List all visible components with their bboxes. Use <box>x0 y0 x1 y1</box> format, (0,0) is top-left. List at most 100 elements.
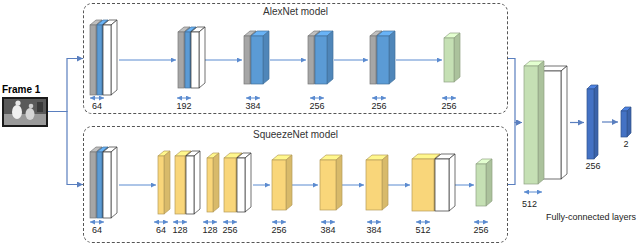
slab-side <box>199 27 205 88</box>
slab-front <box>320 160 336 210</box>
channel-count: 256 <box>441 101 456 111</box>
layer-arrow <box>292 185 318 186</box>
node-label: 512 <box>522 199 537 209</box>
dimension-arrow <box>321 222 335 223</box>
dimension-arrow <box>203 222 217 223</box>
panel-title: SqueezeNet model <box>253 127 338 141</box>
dimension-arrows <box>90 98 488 222</box>
layer-slab <box>444 33 460 82</box>
layer-arrow <box>119 185 156 186</box>
panel-title: AlexNet model <box>263 4 328 18</box>
slab-front <box>476 164 486 206</box>
slab-side <box>111 20 117 95</box>
dimension-arrow <box>474 222 488 223</box>
channel-count: 384 <box>245 101 260 111</box>
slab-side <box>184 27 190 88</box>
slab-side <box>382 155 388 210</box>
layer-slab <box>366 155 388 210</box>
channel-count: 384 <box>366 225 381 235</box>
slab-front <box>185 32 190 88</box>
dimension-arrow <box>246 98 260 99</box>
channel-count: 256 <box>222 225 237 235</box>
slab-front <box>90 25 96 95</box>
slab-side <box>286 155 292 210</box>
slab-side <box>245 153 251 212</box>
layer-slab <box>90 20 102 95</box>
channel-count: 256 <box>309 101 324 111</box>
model-panel: SqueezeNet model <box>83 126 508 243</box>
layer-slab <box>186 151 200 214</box>
layer-slab <box>524 61 544 184</box>
slab-front <box>366 160 382 210</box>
slab-side <box>194 151 200 214</box>
concat-block: 512 <box>522 58 570 209</box>
slab-side <box>454 33 460 82</box>
slab-front <box>158 156 164 214</box>
node-label: 2 <box>623 139 628 149</box>
slab-side <box>164 151 170 214</box>
model-panel: AlexNet model <box>83 3 508 114</box>
layer-arrow <box>388 185 410 186</box>
slab-front <box>224 158 236 212</box>
layer-slab <box>103 147 117 218</box>
fc-layer: 2 <box>618 106 634 149</box>
layer-arrow <box>342 185 364 186</box>
slab-side <box>96 20 102 95</box>
connector-arrow <box>602 121 618 122</box>
slab-front <box>251 36 263 84</box>
layer-slab <box>621 107 631 137</box>
channel-count: 192 <box>176 101 191 111</box>
input-frame: Frame 1 <box>2 84 48 127</box>
slab-side <box>538 61 544 184</box>
layer-slab <box>315 31 333 84</box>
slab-front <box>412 159 434 211</box>
slab-front <box>175 156 185 214</box>
layer-slab <box>251 31 269 84</box>
layer-slab <box>103 20 117 95</box>
slab-front <box>377 36 389 84</box>
layer-arrow <box>119 60 176 61</box>
slab-front <box>370 36 376 84</box>
layer-slab <box>320 155 342 210</box>
channel-count: 256 <box>371 101 386 111</box>
channel-count: 512 <box>415 225 430 235</box>
model-layers <box>90 20 460 95</box>
dimension-arrow <box>372 98 386 99</box>
slab-front <box>191 32 199 88</box>
fc-bar <box>584 84 602 160</box>
connector-arrow <box>508 59 522 123</box>
slab-front <box>90 152 96 218</box>
channel-count: 128 <box>172 225 187 235</box>
channel-count: 256 <box>271 225 286 235</box>
layer-slab <box>191 27 205 88</box>
slab-side <box>213 153 219 212</box>
layer-arrow <box>396 60 442 61</box>
slab-front <box>435 159 449 211</box>
dimension-arrow <box>223 222 237 223</box>
slab-front <box>621 111 627 137</box>
connector-arrow <box>48 59 83 112</box>
slab-side <box>111 147 117 218</box>
dimension-arrow <box>272 222 286 223</box>
dimension-arrow <box>154 222 168 223</box>
slab-front <box>186 156 194 214</box>
slab-side <box>594 85 598 159</box>
channel-count: 64 <box>156 225 166 235</box>
channel-count: 64 <box>92 101 102 111</box>
group-caption: Fully-connected layers <box>546 212 636 222</box>
dimension-arrow <box>416 222 430 223</box>
dimension-arrow <box>177 98 191 99</box>
channel-count: 256 <box>473 225 488 235</box>
layer-slab <box>207 153 219 212</box>
slab-side <box>561 66 567 179</box>
connector-arrow <box>508 123 522 185</box>
connector-arrow <box>570 122 584 123</box>
slab-side <box>263 31 269 84</box>
slab-front <box>308 36 314 84</box>
slab-front <box>103 25 111 95</box>
frame-image <box>2 97 48 127</box>
slab-side <box>449 154 455 211</box>
slab-front <box>524 66 538 184</box>
slab-front <box>272 160 286 210</box>
